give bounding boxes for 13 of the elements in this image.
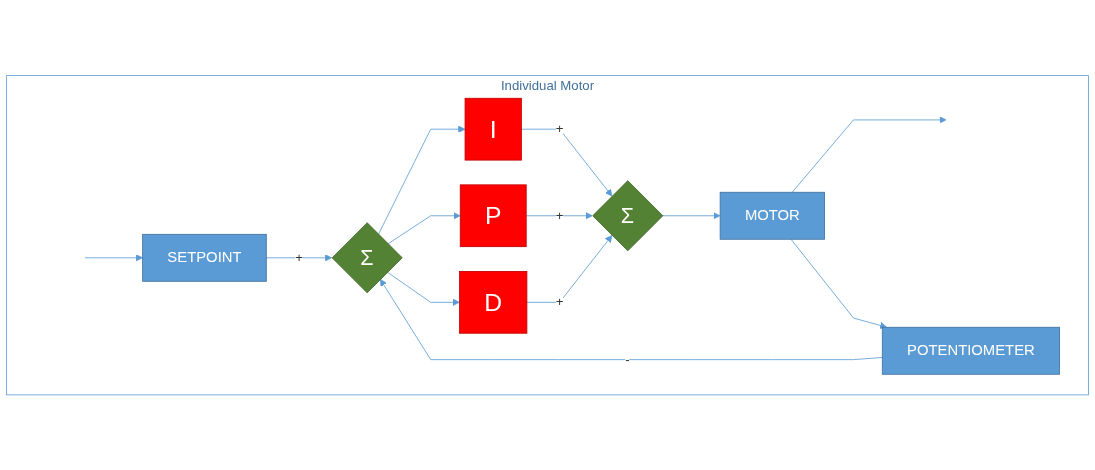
node-box: I (464, 97, 522, 161)
node-box: MOTOR (719, 191, 825, 240)
node-box: SETPOINT (142, 233, 267, 282)
node-diamond: Σ (592, 180, 664, 251)
edge-label: + (295, 250, 303, 265)
node-box: D (459, 270, 528, 334)
edge-label: + (555, 121, 564, 136)
node-box: P (459, 184, 527, 247)
edge-label: + (555, 208, 564, 223)
node-diamond: Σ (331, 222, 403, 294)
edge-label: + (555, 294, 564, 309)
node-box: POTENTIOMETER (881, 326, 1060, 375)
edge-label: - (625, 351, 630, 366)
